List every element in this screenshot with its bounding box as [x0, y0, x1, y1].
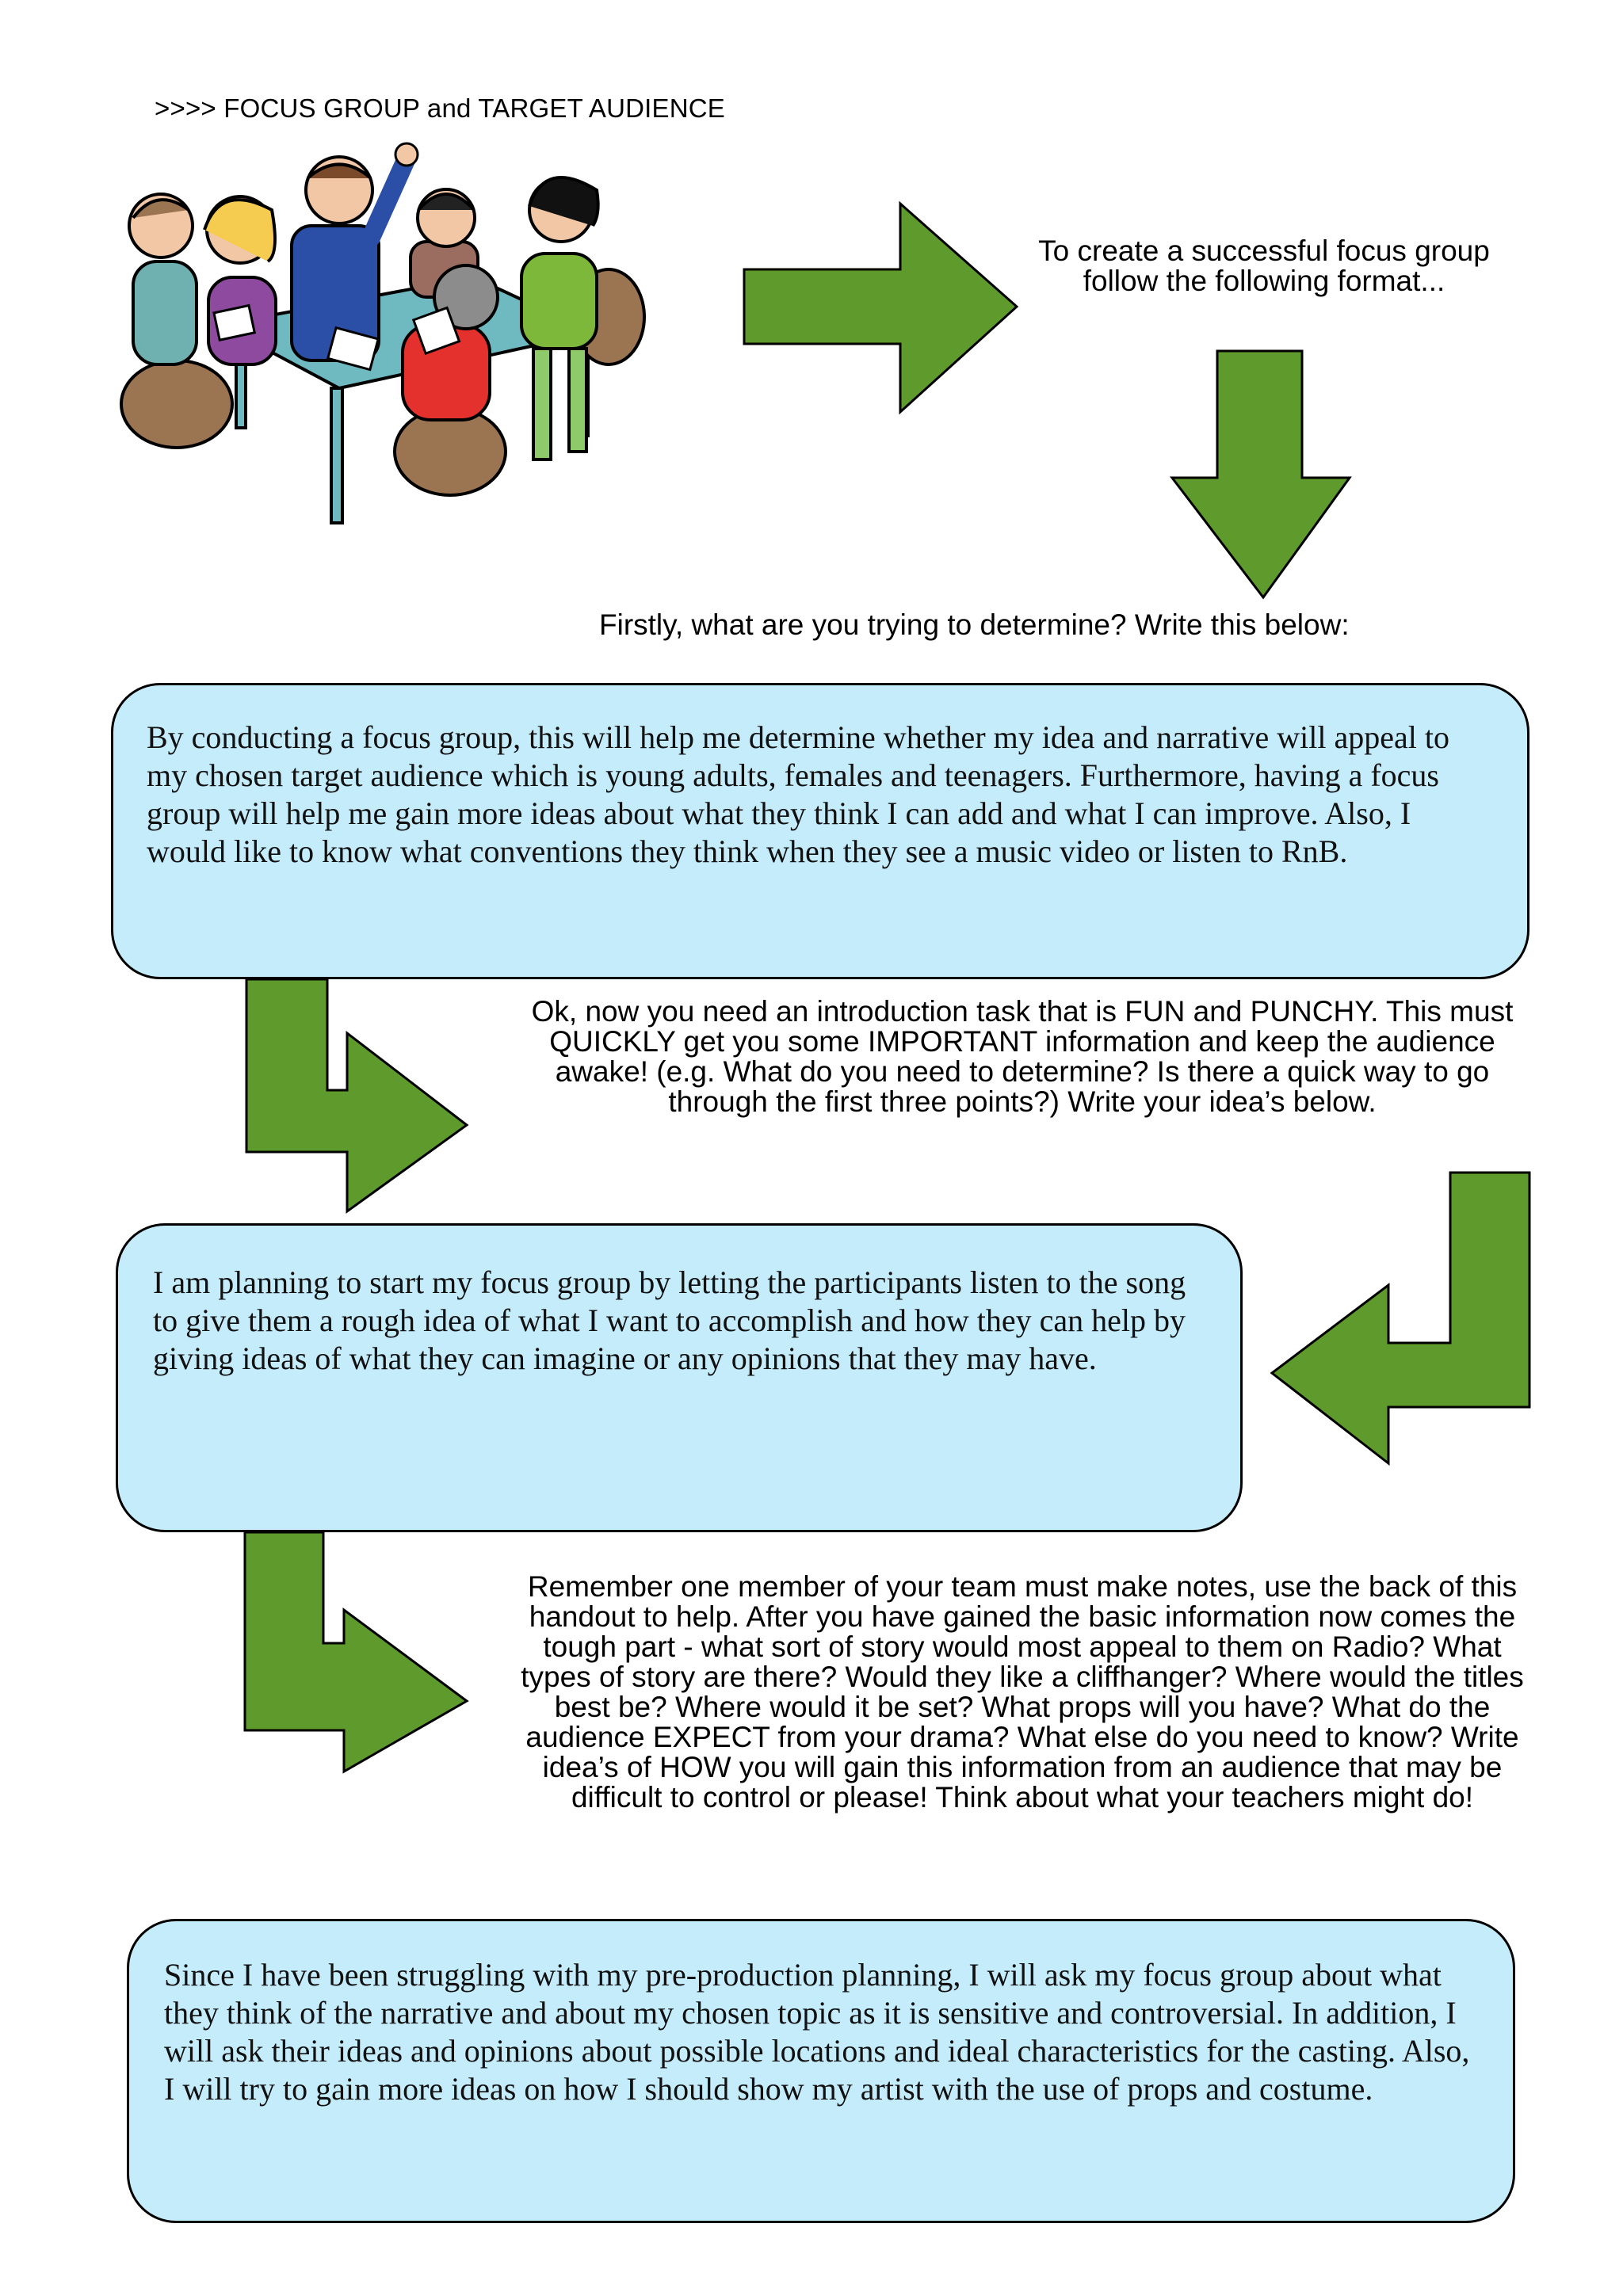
question-2-line: Ok, now you need an introduction task th… — [531, 995, 1514, 1028]
question-3-line: idea’s of HOW you will gain this informa… — [542, 1751, 1503, 1783]
question-3-line: difficult to control or please! Think ab… — [571, 1781, 1474, 1814]
question-2-line: awake! (e.g. What do you need to determi… — [555, 1055, 1490, 1088]
answer-2-text: I am planning to start my focus group by… — [153, 1264, 1186, 1376]
question-2-line: through the first three points?) Write y… — [668, 1085, 1377, 1118]
intro-prompt-line: To create a successful focus group — [1038, 235, 1490, 267]
question-2: Ok, now you need an introduction task th… — [507, 997, 1537, 1117]
elbow-right-arrow-icon — [243, 1531, 469, 1774]
answer-box-3[interactable]: Since I have been struggling with my pre… — [127, 1919, 1515, 2223]
right-arrow-icon — [743, 200, 1019, 415]
question-1: Firstly, what are you trying to determin… — [599, 608, 1350, 641]
question-3-line: types of story are there? Would they lik… — [521, 1661, 1524, 1693]
question-3-line: best be? Where would it be set? What pro… — [554, 1691, 1491, 1723]
question-3-line: Remember one member of your team must ma… — [527, 1570, 1518, 1603]
focus-group-meeting-illustration — [120, 142, 646, 524]
elbow-right-arrow-icon — [245, 978, 469, 1214]
question-3-line: handout to help. After you have gained t… — [529, 1600, 1516, 1633]
question-3-line: tough part - what sort of story would mo… — [543, 1630, 1502, 1663]
intro-prompt: To create a successful focus group follo… — [991, 236, 1537, 296]
elbow-left-arrow-icon — [1270, 1171, 1531, 1466]
question-3: Remember one member of your team must ma… — [499, 1572, 1545, 1813]
question-3-line: audience EXPECT from your drama? What el… — [525, 1721, 1519, 1753]
page-heading: >>>> FOCUS GROUP and TARGET AUDIENCE — [155, 93, 726, 123]
answer-box-2[interactable]: I am planning to start my focus group by… — [116, 1223, 1243, 1532]
intro-prompt-line: follow the following format... — [1083, 265, 1445, 297]
answer-3-text: Since I have been struggling with my pre… — [164, 1957, 1470, 2107]
question-2-line: QUICKLY get you some IMPORTANT informati… — [549, 1025, 1495, 1058]
answer-1-text: By conducting a focus group, this will h… — [147, 719, 1449, 869]
answer-box-1[interactable]: By conducting a focus group, this will h… — [111, 683, 1529, 979]
down-arrow-icon — [1169, 349, 1352, 600]
